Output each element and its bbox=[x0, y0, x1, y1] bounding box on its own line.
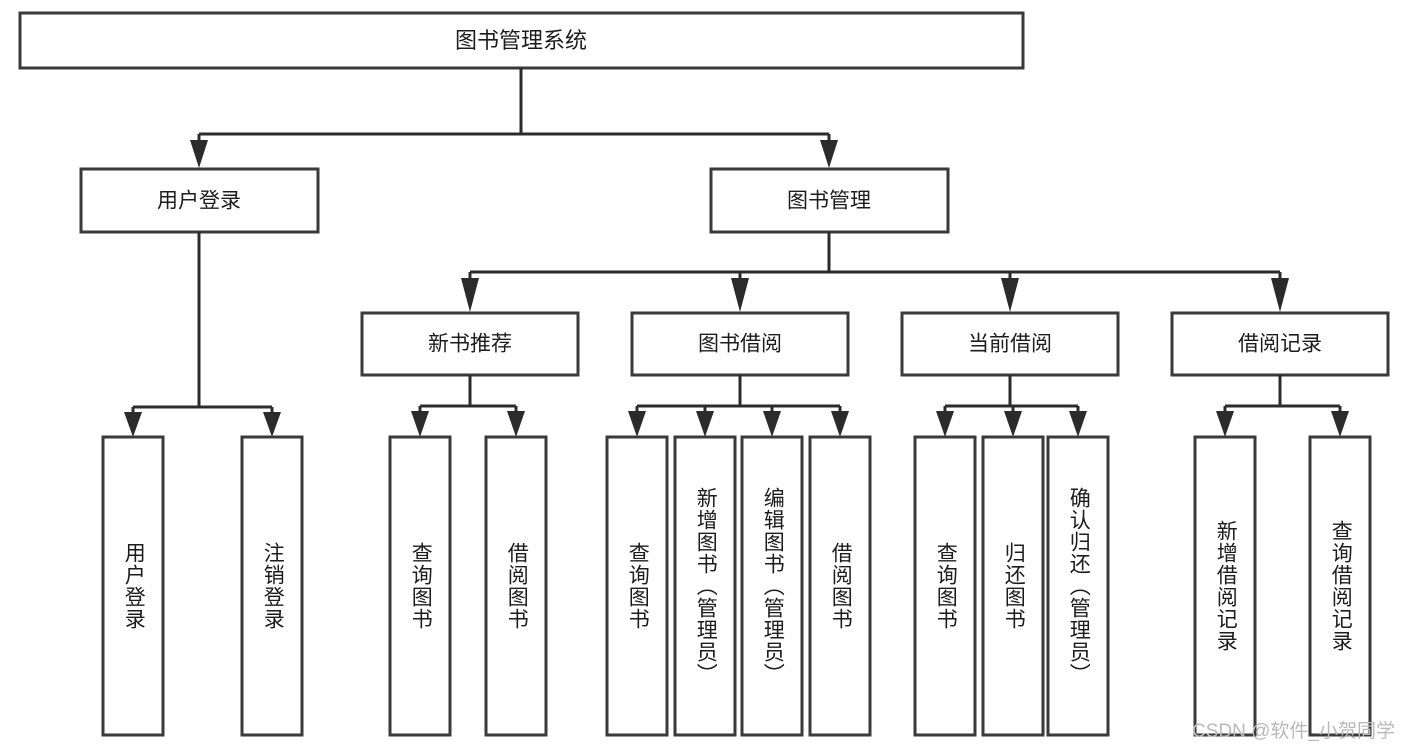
leaf-box-query-borrow-record[interactable] bbox=[1308, 435, 1372, 737]
leaf-box-query-books-3[interactable] bbox=[913, 435, 977, 737]
node-new-book-recommendation-box[interactable] bbox=[360, 311, 580, 377]
arrow-head-cb-3 bbox=[1069, 411, 1087, 437]
arrow-head-nbr-1 bbox=[411, 411, 429, 437]
arrow-head-level2-1 bbox=[190, 140, 208, 168]
root-node-label: 图书管理系统 bbox=[455, 28, 587, 53]
node-new-book-recommendation-label: 新书推荐 bbox=[428, 333, 512, 356]
arrow-head-br-1 bbox=[1216, 411, 1234, 437]
arrow-head-level3-4 bbox=[1271, 278, 1289, 312]
arrow-head-user-login-leaf-2 bbox=[263, 412, 281, 437]
leaf-box-edit-book-admin[interactable] bbox=[740, 435, 804, 737]
leaf-box-query-books-2[interactable] bbox=[605, 435, 669, 737]
arrow-head-level2-2 bbox=[820, 140, 838, 168]
arrow-head-cb-1 bbox=[936, 411, 954, 437]
node-book-management-box[interactable] bbox=[709, 167, 950, 234]
node-book-management-label: 图书管理 bbox=[787, 190, 871, 213]
arrow-head-bb-4 bbox=[831, 411, 849, 437]
node-current-borrowing-label: 当前借阅 bbox=[968, 333, 1052, 356]
leaf-box-add-book-admin[interactable] bbox=[673, 435, 737, 737]
leaf-box-return-books[interactable] bbox=[981, 435, 1045, 737]
arrow-head-cb-2 bbox=[1004, 411, 1022, 437]
node-book-borrowing-box[interactable] bbox=[630, 311, 850, 377]
root-node-box[interactable] bbox=[18, 11, 1025, 70]
node-book-borrowing-label: 图书借阅 bbox=[698, 333, 782, 356]
arrow-head-user-login-leaf-1 bbox=[124, 412, 142, 437]
arrow-head-nbr-2 bbox=[507, 411, 525, 437]
arrow-head-bb-3 bbox=[763, 411, 781, 437]
leaf-box-user-login[interactable] bbox=[101, 435, 165, 737]
node-borrowing-records-label: 借阅记录 bbox=[1238, 333, 1322, 356]
arrow-head-br-2 bbox=[1331, 411, 1349, 437]
arrow-head-bb-2 bbox=[696, 411, 714, 437]
node-borrowing-records-box[interactable] bbox=[1170, 311, 1390, 377]
arrow-head-level3-1 bbox=[461, 278, 479, 312]
leaf-box-confirm-return-admin[interactable] bbox=[1046, 435, 1110, 737]
node-user-login-label: 用户登录 bbox=[157, 190, 241, 213]
leaf-box-borrow-books-1[interactable] bbox=[484, 435, 548, 737]
leaf-box-borrow-books-2[interactable] bbox=[808, 435, 872, 737]
leaf-box-logout[interactable] bbox=[240, 435, 304, 737]
arrow-head-level3-2 bbox=[731, 278, 749, 312]
node-current-borrowing-box[interactable] bbox=[900, 311, 1120, 377]
leaf-box-query-books-1[interactable] bbox=[388, 435, 452, 737]
leaf-box-add-borrow-record[interactable] bbox=[1193, 435, 1257, 737]
arrow-head-level3-3 bbox=[1001, 278, 1019, 312]
arrow-head-bb-1 bbox=[628, 411, 646, 437]
